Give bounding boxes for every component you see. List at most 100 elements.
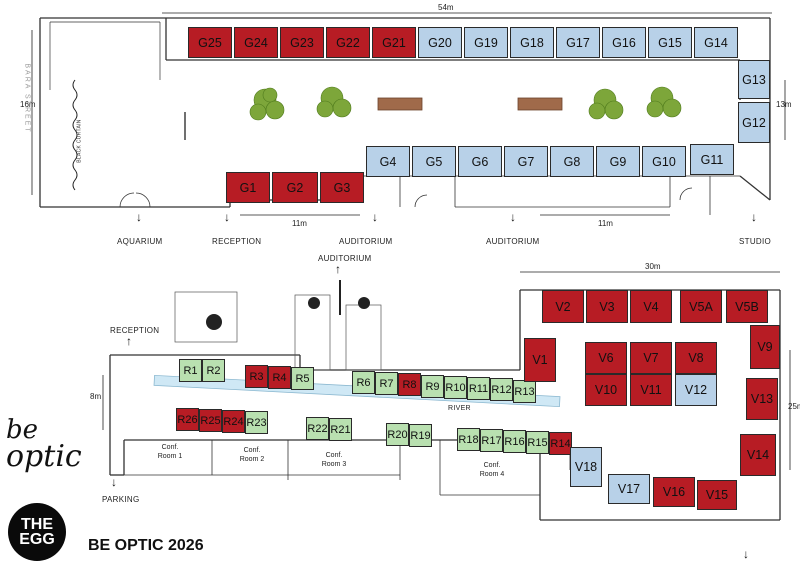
booth-r24[interactable]: R24 [222,410,245,433]
booth-v1[interactable]: V1 [524,338,556,382]
booth-v3[interactable]: V3 [586,290,628,323]
restroom-icon [308,297,320,309]
auditorium-top-label: AUDITORIUM [318,254,372,263]
booth-r23[interactable]: R23 [245,411,268,434]
booth-r18[interactable]: R18 [457,428,480,451]
booth-r10[interactable]: R10 [444,376,467,399]
booth-g4[interactable]: G4 [366,146,410,177]
river-label: RIVER [448,405,471,412]
booth-v11[interactable]: V11 [630,374,672,406]
be-optic-logo: be optic [6,415,82,474]
arrow-up-icon: ↑ [126,334,132,348]
booth-v2[interactable]: V2 [542,290,584,323]
booth-g9[interactable]: G9 [596,146,640,177]
dim-top-height-left: 16m [20,100,36,109]
conf-room-4: Conf. Room 4 [479,462,505,478]
event-title: BE OPTIC 2026 [88,537,204,554]
booth-r5[interactable]: R5 [291,367,314,390]
booth-v12[interactable]: V12 [675,374,717,406]
conf-room-2: Conf. Room 2 [239,447,265,463]
booth-r19[interactable]: R19 [409,424,432,447]
booth-v7[interactable]: V7 [630,342,672,374]
the-egg-logo: THE EGG [8,503,66,561]
booth-g16[interactable]: G16 [602,27,646,58]
booth-r6[interactable]: R6 [352,371,375,394]
studio-label: STUDIO [739,237,772,246]
booth-v4[interactable]: V4 [630,290,672,323]
booth-v5a[interactable]: V5A [680,290,722,323]
booth-g14[interactable]: G14 [694,27,738,58]
booth-g21[interactable]: G21 [372,27,416,58]
booth-g18[interactable]: G18 [510,27,554,58]
booth-g22[interactable]: G22 [326,27,370,58]
conf-room-1: Conf. Room 1 [157,444,183,460]
black-curtain [72,79,78,191]
booth-r13[interactable]: R13 [513,380,536,403]
booth-v5b[interactable]: V5B [726,290,768,323]
arrow-down-icon: ↓ [743,547,749,561]
booth-g8[interactable]: G8 [550,146,594,177]
booth-r25[interactable]: R25 [199,409,222,432]
arrow-down-icon: ↓ [136,210,142,224]
booth-r2[interactable]: R2 [202,359,225,382]
booth-v17[interactable]: V17 [608,474,650,504]
booth-v13[interactable]: V13 [746,378,778,420]
bench-2 [517,97,563,111]
dim-top-width: 54m [438,3,454,12]
booth-r22[interactable]: R22 [306,417,329,440]
booth-g10[interactable]: G10 [642,146,686,177]
booth-v8[interactable]: V8 [675,342,717,374]
booth-g3[interactable]: G3 [320,172,364,203]
booth-r4[interactable]: R4 [268,366,291,389]
booth-g17[interactable]: G17 [556,27,600,58]
booth-v14[interactable]: V14 [740,434,776,476]
booth-g23[interactable]: G23 [280,27,324,58]
booth-g11[interactable]: G11 [690,144,734,175]
booth-r7[interactable]: R7 [375,372,398,395]
booth-g2[interactable]: G2 [272,172,318,203]
booth-r3[interactable]: R3 [245,365,268,388]
booth-g5[interactable]: G5 [412,146,456,177]
arrow-down-icon: ↓ [224,210,230,224]
dim-top-bottom-b: 11m [598,219,613,228]
booth-r20[interactable]: R20 [386,423,409,446]
bench-1 [377,97,423,111]
booth-r1[interactable]: R1 [179,359,202,382]
booth-r12[interactable]: R12 [490,378,513,401]
booth-g13[interactable]: G13 [738,60,770,99]
booth-v9[interactable]: V9 [750,325,780,369]
booth-r26[interactable]: R26 [176,408,199,431]
dim-top-height-right: 13m [776,100,792,109]
booth-r14[interactable]: R14 [549,432,572,455]
booth-r8[interactable]: R8 [398,373,421,396]
booth-g7[interactable]: G7 [504,146,548,177]
booth-v6[interactable]: V6 [585,342,627,374]
dim-top-bottom-a: 11m [292,219,307,228]
booth-g20[interactable]: G20 [418,27,462,58]
booth-r11[interactable]: R11 [467,377,490,400]
booth-g25[interactable]: G25 [188,27,232,58]
booth-r15[interactable]: R15 [526,431,549,454]
booth-g12[interactable]: G12 [738,102,770,143]
tree-group [249,86,682,121]
booth-v16[interactable]: V16 [653,477,695,507]
curtain-label: BLACK CURTAIN [76,119,83,163]
booth-g6[interactable]: G6 [458,146,502,177]
aquarium-label: AQUARIUM [117,237,163,246]
booth-r9[interactable]: R9 [421,375,444,398]
restroom-icon [358,297,370,309]
booth-r17[interactable]: R17 [480,429,503,452]
booth-v10[interactable]: V10 [585,374,627,406]
booth-v18[interactable]: V18 [570,447,602,487]
booth-g19[interactable]: G19 [464,27,508,58]
arrow-down-icon: ↓ [372,210,378,224]
booth-g1[interactable]: G1 [226,172,270,203]
booth-v15[interactable]: V15 [697,480,737,510]
reception-top-label: RECEPTION [212,237,262,246]
dim-lower-width: 30m [645,262,661,271]
booth-r21[interactable]: R21 [329,418,352,441]
booth-r16[interactable]: R16 [503,430,526,453]
booth-g24[interactable]: G24 [234,27,278,58]
booth-g15[interactable]: G15 [648,27,692,58]
dim-lower-height-right: 25m [788,402,800,411]
